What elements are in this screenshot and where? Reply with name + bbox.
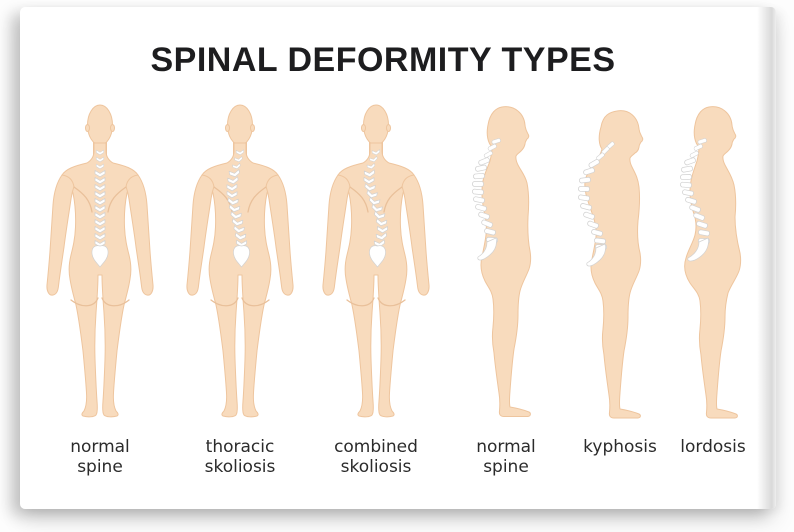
spine-illustration <box>363 149 388 268</box>
spine-illustration <box>226 149 250 268</box>
spine-illustration <box>91 149 109 268</box>
caption-line-2: skoliosis <box>340 457 412 477</box>
body-silhouette <box>186 104 294 418</box>
caption-line-1: normal <box>70 437 130 457</box>
caption-line-2: spine <box>483 457 529 477</box>
sacrum-tail <box>477 237 497 261</box>
body-silhouette <box>684 106 742 419</box>
muscle-contours <box>70 186 130 307</box>
label-thoracic-skoliosis: thoracic skoliosis <box>180 437 300 477</box>
label-normal-spine-side: normal spine <box>446 437 566 477</box>
spine-illustration <box>578 141 615 267</box>
label-normal-spine-back: normal spine <box>40 437 160 477</box>
figure-combined-skoliosis <box>316 95 436 425</box>
body-silhouette <box>584 110 644 419</box>
lordosis-illustration <box>680 106 742 419</box>
figure-lordosis <box>659 95 769 425</box>
caption-line-1: thoracic <box>205 437 275 457</box>
normal-spine-back-illustration <box>46 104 154 418</box>
caption-line-1: lordosis <box>680 437 746 457</box>
caption-line-1: combined <box>334 437 418 457</box>
caption-line-1: kyphosis <box>583 437 657 457</box>
kyphosis-illustration <box>578 110 644 419</box>
body-silhouette <box>322 104 430 418</box>
spine-illustration <box>472 138 501 261</box>
body-silhouette <box>46 104 154 418</box>
caption-line-2: skoliosis <box>204 457 276 477</box>
figure-normal-spine-side <box>452 95 562 425</box>
normal-spine-side-illustration <box>472 106 532 417</box>
figure-kyphosis <box>563 95 673 425</box>
label-kyphosis: kyphosis <box>560 437 680 457</box>
figure-thoracic-skoliosis <box>180 95 300 425</box>
figure-normal-spine-back <box>40 95 160 425</box>
sacrum-tail <box>687 237 709 262</box>
sacrum-tail <box>586 243 606 267</box>
label-combined-skoliosis: combined skoliosis <box>316 437 436 477</box>
combined-skoliosis-illustration <box>322 104 430 418</box>
poster-page-curl <box>757 7 776 509</box>
spine-illustration <box>680 138 710 262</box>
thoracic-skoliosis-illustration <box>186 104 294 418</box>
muscle-contours <box>346 186 406 307</box>
label-lordosis: lordosis <box>653 437 773 457</box>
caption-line-1: normal <box>476 437 536 457</box>
poster-title: SPINAL DEFORMITY TYPES <box>150 41 616 79</box>
caption-line-2: spine <box>77 457 123 477</box>
